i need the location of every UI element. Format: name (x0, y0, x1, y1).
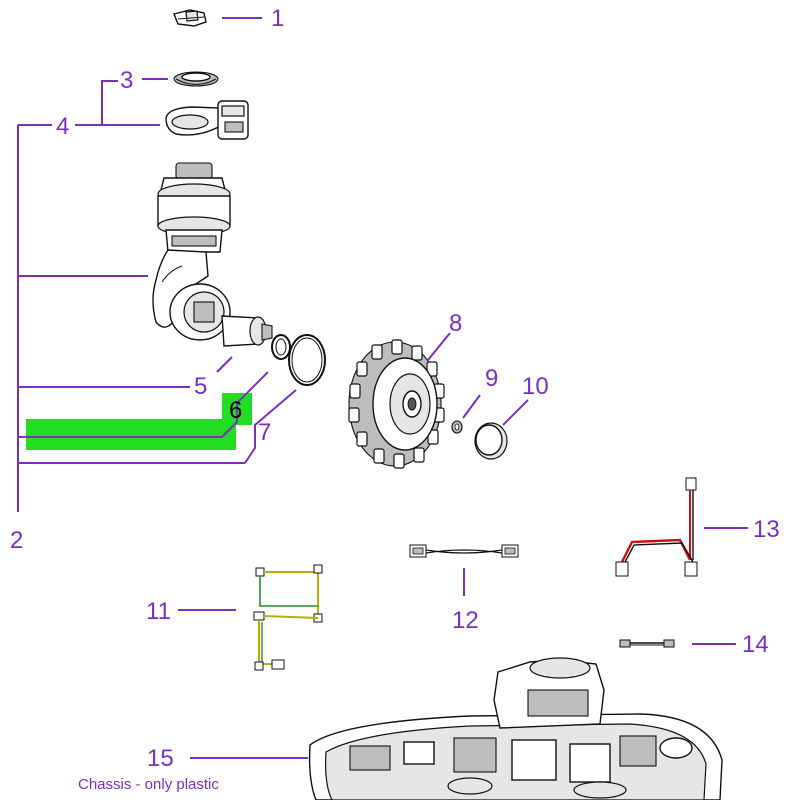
label-6: 6 (229, 397, 242, 424)
label-15: 15 (147, 745, 174, 772)
part-4-clamp (165, 100, 249, 140)
part-3-bearing (173, 71, 219, 87)
label-4: 4 (56, 113, 69, 140)
part-7-large-ring (288, 334, 326, 386)
part-6-small-ring (271, 334, 291, 360)
label-5: 5 (194, 373, 207, 400)
label-11: 11 (146, 598, 171, 625)
part-12-connector-cable (409, 544, 519, 558)
label-1: 1 (271, 5, 284, 32)
label-2: 2 (10, 527, 23, 554)
part-2-motor-arm-assembly (152, 162, 273, 347)
part-11-wire-harness (253, 564, 323, 671)
label-9: 9 (485, 365, 498, 392)
label-15-caption: Chassis - only plastic (78, 776, 219, 793)
callout-labels: 1 3 4 5 6 7 2 8 9 10 11 12 13 14 15 Chas… (10, 5, 780, 793)
label-14: 14 (742, 631, 769, 658)
leader-lines (17, 17, 748, 759)
item-6-highlight (26, 393, 252, 450)
label-7: 7 (258, 419, 271, 446)
label-13: 13 (753, 516, 780, 543)
label-10: 10 (522, 373, 549, 400)
label-8: 8 (449, 310, 462, 337)
part-1-bracket (173, 9, 207, 27)
part-10-hub-cap (474, 422, 508, 460)
part-14-small-cable (619, 639, 675, 648)
part-15-chassis (308, 657, 723, 800)
part-9-nut (451, 420, 463, 434)
part-8-wheel (348, 339, 445, 469)
label-3: 3 (120, 67, 133, 94)
label-12: 12 (452, 607, 479, 634)
part-13-red-black-cable (615, 477, 698, 577)
